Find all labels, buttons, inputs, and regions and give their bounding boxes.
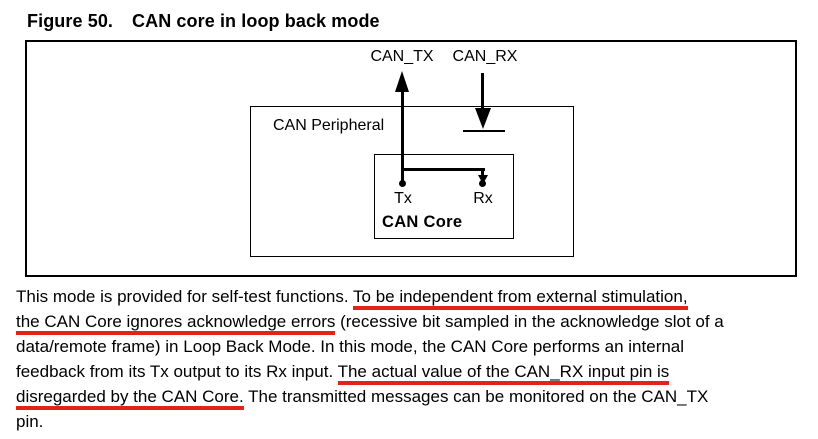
red-underlined-text: The actual value of the CAN_RX input pin…	[337, 362, 670, 385]
rx-pin-dot	[479, 180, 486, 187]
text-segment: feedback from its Tx output to its Rx in…	[16, 362, 338, 381]
can-tx-arrow-up-head	[395, 71, 409, 92]
can-core-label: CAN Core	[382, 213, 463, 231]
internal-feedback-line	[401, 168, 485, 171]
text-segment: The transmitted messages can be monitore…	[243, 387, 709, 406]
can-rx-signal-line	[481, 73, 484, 111]
text-line: the CAN Core ignores acknowledge errors …	[16, 309, 818, 335]
tx-pin-label: Tx	[394, 190, 412, 207]
text-segment: data/remote frame) in Loop Back Mode. In…	[16, 337, 685, 356]
red-underlined-text: To be independent from external stimulat…	[353, 287, 688, 310]
text-line: This mode is provided for self-test func…	[16, 284, 818, 310]
body-paragraph: This mode is provided for self-test func…	[16, 284, 818, 434]
can-rx-arrow-down-head	[475, 108, 491, 129]
text-line: pin.	[16, 409, 818, 434]
can-peripheral-box: CAN Peripheral CAN Core	[250, 106, 574, 257]
figure-frame: CAN Peripheral CAN Core CAN_TX CAN_RX Tx…	[25, 40, 797, 277]
tx-pin-dot	[399, 180, 406, 187]
text-segment: (recessive bit sampled in the acknowledg…	[335, 312, 724, 331]
text-line: data/remote frame) in Loop Back Mode. In…	[16, 334, 818, 359]
figure-number: Figure 50.	[27, 11, 114, 31]
red-underlined-text: the CAN Core ignores acknowledge errors	[16, 312, 336, 335]
text-segment: pin.	[16, 412, 44, 431]
text-line: disregarded by the CAN Core. The transmi…	[16, 384, 818, 410]
feedback-arrow-down-head	[478, 175, 488, 184]
figure-title: CAN core in loop back mode	[132, 11, 380, 31]
rx-pin-label: Rx	[473, 190, 493, 207]
can-rx-disconnect-bar	[463, 130, 505, 132]
figure-caption: Figure 50. CAN core in loop back mode	[27, 11, 380, 32]
can-tx-label: CAN_TX	[370, 48, 434, 65]
feedback-drop-line	[481, 169, 484, 176]
text-segment: This mode is provided for self-test func…	[16, 287, 354, 306]
text-line: feedback from its Tx output to its Rx in…	[16, 359, 818, 385]
can-peripheral-label: CAN Peripheral	[273, 117, 385, 134]
red-underlined-text: disregarded by the CAN Core.	[16, 387, 244, 410]
can-tx-signal-line	[401, 90, 404, 183]
can-rx-label: CAN_RX	[452, 48, 518, 65]
